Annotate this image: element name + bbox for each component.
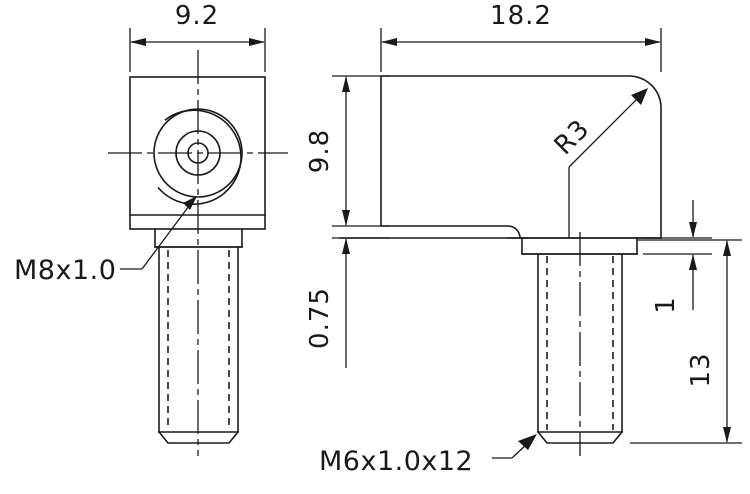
dim-label-13: 13 (686, 352, 716, 387)
leader-line-r3 (568, 93, 643, 168)
dim-arrow-top-98 (342, 76, 350, 92)
shaft-chamfer-bottom-left-view (157, 430, 240, 444)
dim-label-98: 9.8 (305, 129, 335, 173)
dim-label-collar-1: 1 (651, 296, 681, 314)
dim-arrow-up-1 (689, 254, 697, 270)
dim-label-92: 9.2 (175, 1, 219, 31)
circle-middle (175, 130, 221, 176)
circle-outer (153, 108, 243, 198)
leader-arrow-m6 (518, 434, 537, 450)
dim-label-075: 0.75 (305, 287, 335, 349)
label-thread-m6: M6x1.0x12 (319, 446, 473, 477)
dim-label-r3: R3 (549, 114, 596, 161)
leader-arrow-r3 (631, 88, 648, 105)
dim-arrow-bottom-98 (342, 210, 350, 226)
leader-diagonal-m8 (141, 201, 193, 270)
dim-arrow-right-182 (645, 38, 661, 46)
label-thread-m8: M8x1.0 (14, 255, 116, 286)
dim-arrow-down-1 (689, 222, 697, 238)
block-outline-left (129, 76, 266, 230)
thread-arc-broken (157, 109, 242, 205)
dim-arrow-left-92 (130, 38, 146, 46)
dim-arrow-left-182 (381, 38, 397, 46)
body-profile-outline (380, 75, 662, 239)
dim-arrow-top-13 (723, 240, 731, 256)
dim-label-182: 18.2 (490, 1, 552, 31)
circle-inner-bore (187, 142, 209, 164)
dim-arrow-top-075 (342, 238, 350, 254)
left-view-group (108, 28, 288, 456)
right-view-group (332, 28, 742, 459)
leader-arrow-m8 (183, 196, 197, 210)
dim-arrow-bottom-13 (723, 427, 731, 443)
dim-arrow-right-92 (249, 38, 265, 46)
